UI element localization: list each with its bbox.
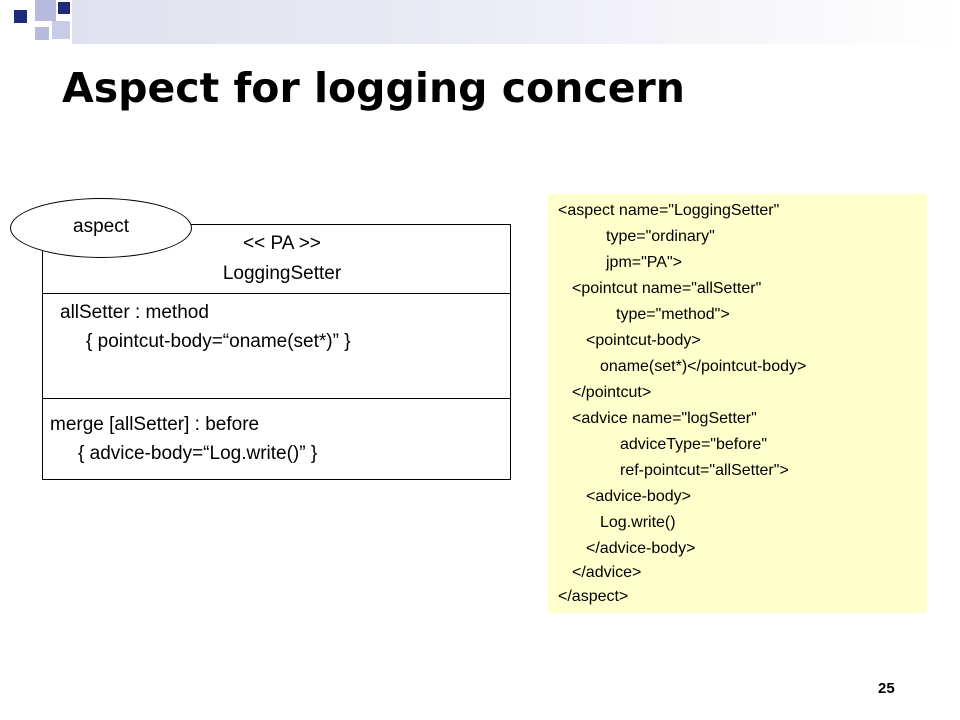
advice-body: { advice-body=“Log.write()” }: [78, 443, 318, 464]
xml-line: adviceType="before": [620, 436, 768, 453]
corner-square-light-3: [52, 21, 70, 39]
xml-line: type="method">: [616, 306, 730, 323]
xml-line: ref-pointcut="allSetter">: [620, 462, 789, 479]
xml-line: </advice>: [572, 564, 642, 581]
xml-line: Log.write(): [600, 514, 676, 531]
aspect-class-box: [42, 224, 511, 480]
xml-line: <advice-body>: [586, 488, 691, 505]
class-divider-1: [42, 293, 511, 294]
xml-line: type="ordinary": [606, 228, 715, 245]
aspect-stereotype-oval: [10, 198, 192, 258]
xml-code-panel: [548, 194, 927, 613]
corner-square-light-1: [35, 0, 56, 21]
slide-title: Aspect for logging concern: [62, 64, 685, 112]
xml-line: <advice name="logSetter": [572, 410, 757, 427]
page-number: 25: [878, 680, 895, 697]
header-gradient-bar: [72, 0, 960, 44]
xml-line: </pointcut>: [572, 384, 652, 401]
xml-line: jpm="PA">: [606, 254, 682, 271]
aspect-oval-label: aspect: [73, 216, 129, 237]
class-name: LoggingSetter: [222, 263, 342, 284]
xml-line: oname(set*)</pointcut-body>: [600, 358, 807, 375]
pointcut-body: { pointcut-body=“oname(set*)” }: [86, 331, 351, 352]
advice-declaration: merge [allSetter] : before: [50, 414, 260, 435]
corner-square-dark-2: [58, 2, 70, 14]
xml-line: </aspect>: [558, 588, 629, 605]
corner-square-dark-1: [14, 10, 27, 23]
corner-square-light-2: [35, 27, 49, 40]
stereotype-text: << PA >>: [243, 233, 321, 254]
class-divider-2: [42, 398, 511, 399]
pointcut-declaration: allSetter : method: [60, 302, 209, 323]
xml-line: <pointcut-body>: [586, 332, 701, 349]
xml-line: </advice-body>: [586, 540, 696, 557]
xml-line: <aspect name="LoggingSetter": [558, 202, 780, 219]
xml-line: <pointcut name="allSetter": [572, 280, 762, 297]
